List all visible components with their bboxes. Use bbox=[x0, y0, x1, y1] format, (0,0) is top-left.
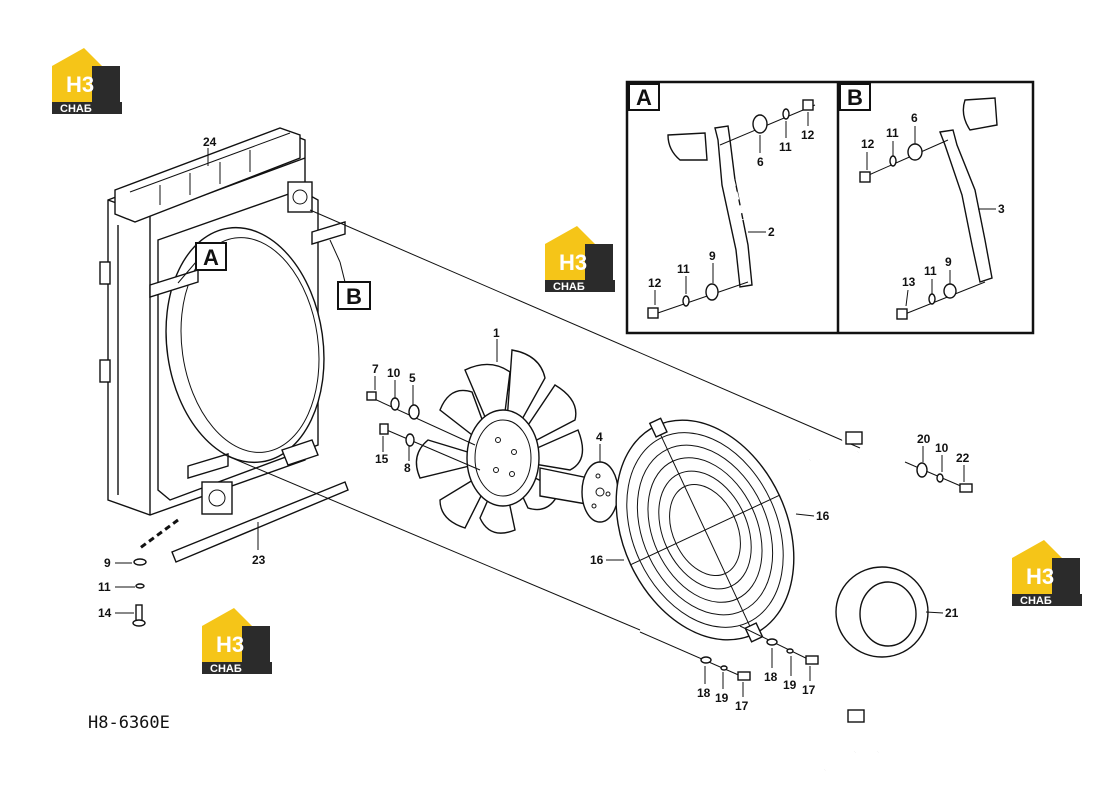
label-18-left: 18 bbox=[697, 686, 711, 700]
detail-a-label-6: 6 bbox=[757, 155, 764, 169]
detail-a-label-2: 2 bbox=[768, 225, 775, 239]
detail-b-label-3: 3 bbox=[998, 202, 1005, 216]
logo-bottom-left: H3 СНАБ bbox=[202, 608, 272, 675]
logo-caption-text: СНАБ bbox=[553, 281, 585, 293]
detail-a-label-11-bottom: 11 bbox=[677, 262, 690, 276]
callout-b-text: B bbox=[346, 284, 362, 309]
detail-view-a: A 6 11 12 2 12 11 9 bbox=[628, 83, 816, 319]
logo-top-left: H3 СНАБ bbox=[52, 48, 122, 115]
logo-mark-text: H3 bbox=[216, 632, 244, 657]
label-10-frame: 10 bbox=[935, 441, 949, 455]
label-1: 1 bbox=[493, 326, 500, 340]
detail-b-label-6: 6 bbox=[911, 111, 918, 125]
detail-b-label-13: 13 bbox=[902, 275, 916, 289]
callout-a-text: A bbox=[203, 245, 219, 270]
fan bbox=[415, 349, 584, 534]
detail-a-title: A bbox=[636, 85, 652, 110]
logo-right: H3 СНАБ bbox=[1012, 540, 1082, 607]
logo-mark-text: H3 bbox=[66, 72, 94, 97]
label-24: 24 bbox=[203, 135, 217, 149]
label-19-right: 19 bbox=[783, 678, 797, 692]
label-19-left: 19 bbox=[715, 691, 729, 705]
fan-guard bbox=[615, 417, 795, 643]
detail-a-label-12-bottom: 12 bbox=[648, 276, 662, 290]
label-18-right: 18 bbox=[764, 670, 778, 684]
seal-strip bbox=[171, 481, 349, 563]
detail-views-panel: A 6 11 12 2 12 11 9 bbox=[625, 80, 1035, 335]
detail-b-label-11-bottom: 11 bbox=[924, 264, 937, 278]
label-8: 8 bbox=[404, 461, 411, 475]
label-5: 5 bbox=[409, 371, 416, 385]
label-14: 14 bbox=[98, 606, 112, 620]
label-23: 23 bbox=[252, 553, 266, 567]
callout-b: B bbox=[329, 239, 371, 310]
detail-b-label-12: 12 bbox=[861, 137, 875, 151]
label-16-left: 16 bbox=[590, 553, 604, 567]
label-4: 4 bbox=[596, 430, 603, 444]
detail-b-label-9: 9 bbox=[945, 255, 952, 269]
guard-frame bbox=[808, 431, 929, 774]
label-10-fan: 10 bbox=[387, 366, 401, 380]
detail-a-label-11: 11 bbox=[779, 140, 792, 154]
guard-bolts bbox=[639, 625, 819, 681]
label-7: 7 bbox=[372, 362, 379, 376]
logo-mark-text: H3 bbox=[1026, 564, 1054, 589]
label-22: 22 bbox=[956, 451, 970, 465]
detail-b-label-11: 11 bbox=[886, 126, 899, 140]
frame-bolts bbox=[904, 461, 973, 493]
label-9: 9 bbox=[104, 556, 111, 570]
logo-caption-text: СНАБ bbox=[60, 103, 92, 115]
drawing-code: H8-6360E bbox=[88, 713, 170, 733]
label-11: 11 bbox=[98, 580, 111, 594]
logo-mark-text: H3 bbox=[559, 250, 587, 275]
fan-bolts bbox=[366, 391, 481, 471]
label-21: 21 bbox=[945, 606, 959, 620]
spacer-hub bbox=[539, 461, 619, 523]
label-16-right: 16 bbox=[816, 509, 830, 523]
logo-center: H3 СНАБ bbox=[545, 226, 615, 293]
label-17-right: 17 bbox=[802, 683, 816, 697]
logo-caption-text: СНАБ bbox=[1020, 595, 1052, 607]
label-17-left: 17 bbox=[735, 699, 749, 713]
bottom-fasteners bbox=[132, 558, 147, 627]
detail-view-b: B 12 11 6 3 13 11 9 bbox=[839, 83, 1005, 320]
label-20: 20 bbox=[917, 432, 931, 446]
detail-a-label-9: 9 bbox=[709, 249, 716, 263]
detail-a-label-12-top: 12 bbox=[801, 128, 815, 142]
logo-caption-text: СНАБ bbox=[210, 663, 242, 675]
part-labels: 24 1 7 10 5 15 8 4 16 16 20 10 22 21 23 … bbox=[98, 135, 970, 713]
callout-a: A bbox=[177, 242, 227, 284]
detail-b-title: B bbox=[847, 85, 863, 110]
radiator-assembly bbox=[99, 127, 346, 550]
label-15: 15 bbox=[375, 452, 389, 466]
